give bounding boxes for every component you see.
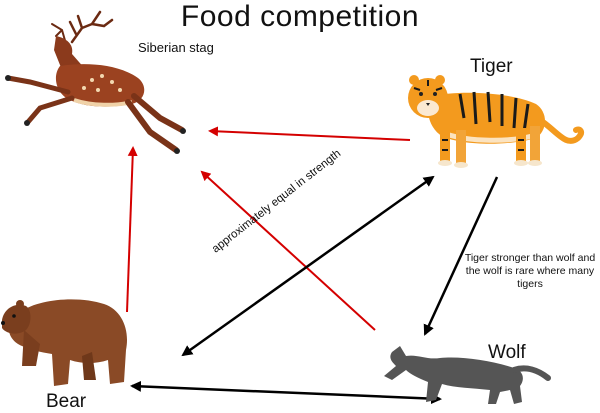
deer-icon xyxy=(5,10,186,154)
arrow-bear-wolf xyxy=(130,380,442,405)
label-wolf: Wolf xyxy=(488,342,526,363)
label-tiger: Tiger xyxy=(470,56,513,77)
label-siberian-stag: Siberian stag xyxy=(138,40,214,55)
arrow-bear-to-stag xyxy=(126,146,138,313)
diagram-title: Food competition xyxy=(180,0,420,33)
bear-icon xyxy=(1,299,128,386)
wolf-icon xyxy=(384,346,551,404)
label-bear: Bear xyxy=(46,391,87,412)
arrow-tiger-bear xyxy=(181,175,435,357)
arrow-tiger-to-stag xyxy=(208,126,411,141)
label-tiger-wolf-note: Tiger stronger than wolf and the wolf is… xyxy=(464,252,596,290)
arrow-tiger-to-wolf xyxy=(423,176,499,336)
tiger-icon xyxy=(408,75,585,168)
